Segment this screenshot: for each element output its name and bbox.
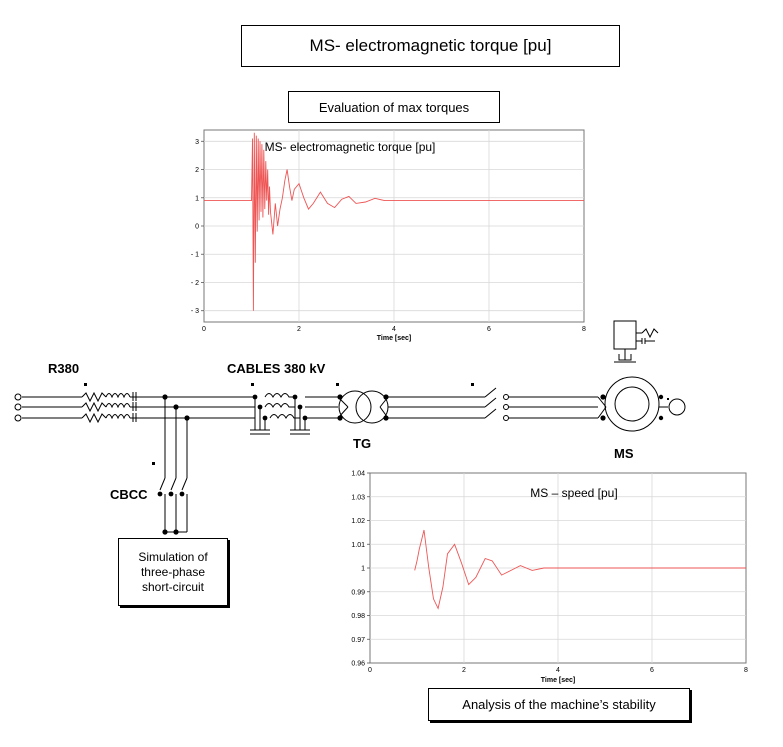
source-terminals — [14, 393, 22, 422]
synchronous-machine-ms — [597, 376, 686, 432]
cables-380kv — [250, 393, 310, 435]
speed-y-tick-label: 1.03 — [351, 494, 365, 501]
torque-chart: 0 2 4 6 8 3 2 1 0 - 1 - 2 - 3 MS- electromagnetic t… — [191, 129, 586, 342]
speed-x-tick-label: 2 — [462, 667, 466, 674]
short-circuit-line-1: Simulation of — [138, 549, 208, 564]
speed-series-line — [414, 529, 746, 610]
speed-x-tick-label: 4 — [556, 667, 560, 674]
short-circuit-line-3: short-circuit — [141, 579, 204, 594]
speed-x-tick-label: 8 — [744, 667, 748, 674]
label-cables: CABLES 380 kV — [227, 361, 326, 376]
speed-y-tick-label: 0.96 — [351, 661, 365, 668]
circuit-diagram — [14, 320, 686, 535]
torque-x-tick-label: 8 — [582, 326, 586, 333]
label-cbcc: CBCC — [110, 487, 148, 502]
speed-y-tick-label: 0.97 — [351, 637, 365, 644]
torque-y-tick-label: 0 — [195, 224, 199, 231]
bus-lines — [22, 396, 598, 419]
cbcc-breaker — [159, 397, 188, 533]
speed-x-tick-label: 0 — [368, 667, 372, 674]
generator-breaker — [484, 387, 509, 421]
speed-x-axis-label: Time [sec] — [541, 677, 576, 684]
speed-y-tick-label: 1.04 — [351, 471, 365, 478]
speed-chart-title: MS – speed [pu] — [530, 486, 617, 500]
transformer-tg — [337, 390, 389, 424]
torque-y-tick-label: - 3 — [191, 308, 199, 315]
speed-y-tick-label: 1 — [361, 566, 365, 573]
junction-dots — [84, 383, 669, 535]
torque-x-tick-label: 4 — [392, 326, 396, 333]
short-circuit-box: Simulation of three-phase short-circuit — [118, 538, 228, 606]
speed-y-tick-label: 1.01 — [351, 542, 365, 549]
main-title-box: MS- electromagnetic torque [pu] — [241, 25, 620, 67]
stability-label: Analysis of the machine’s stability — [462, 697, 656, 712]
torque-y-tick-label: 2 — [195, 167, 199, 174]
torque-chart-title: MS- electromagnetic torque [pu] — [265, 140, 436, 154]
torque-series-line — [204, 132, 584, 311]
stability-box: Analysis of the machine’s stability — [428, 688, 690, 721]
torque-y-tick-label: - 1 — [191, 252, 199, 259]
mechanical-system — [613, 320, 659, 363]
max-torques-label: Evaluation of max torques — [318, 99, 470, 115]
label-ms: MS — [614, 446, 634, 461]
r380-impedance — [81, 391, 137, 424]
torque-x-axis-label: Time [sec] — [377, 335, 412, 342]
label-tg: TG — [353, 436, 372, 451]
torque-y-tick-label: 1 — [195, 195, 199, 202]
torque-x-tick-label: 2 — [297, 326, 301, 333]
speed-chart: 0 2 4 6 8 1.04 1.03 1.02 1.01 1 0.99 0.98 0.97 0.96 M… — [351, 471, 748, 685]
label-r380: R380 — [48, 361, 80, 376]
torque-x-tick-label: 0 — [202, 326, 206, 333]
speed-y-tick-label: 0.99 — [351, 589, 365, 596]
torque-x-tick-label: 6 — [487, 326, 491, 333]
torque-y-tick-label: - 2 — [191, 280, 199, 287]
speed-y-tick-label: 1.02 — [351, 518, 365, 525]
max-torques-box: Evaluation of max torques — [288, 91, 500, 123]
main-title: MS- electromagnetic torque [pu] — [309, 36, 552, 55]
short-circuit-line-2: three-phase — [140, 564, 206, 579]
speed-x-tick-label: 6 — [650, 667, 654, 674]
speed-y-tick-label: 0.98 — [351, 613, 365, 620]
torque-y-tick-label: 3 — [195, 139, 199, 146]
